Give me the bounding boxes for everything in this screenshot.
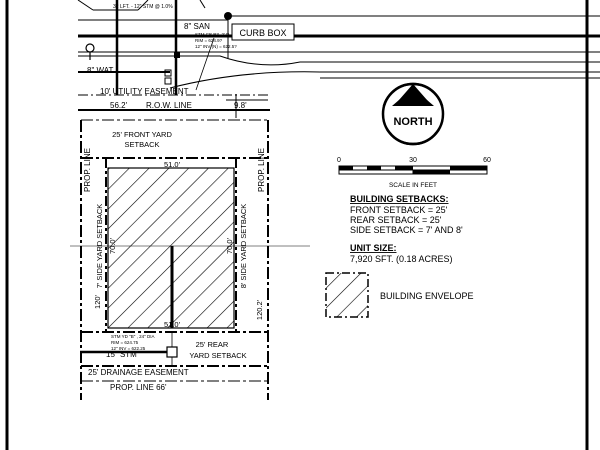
yard-drain-label-3: 12" INV = 622.25 [111, 346, 146, 351]
bottom-width-dim: 51.0' [164, 320, 181, 329]
unit-size-title: UNIT SIZE: [350, 243, 397, 253]
hydrant-icon [85, 43, 95, 53]
curb-box-label: CURB BOX [239, 28, 286, 38]
north-label: NORTH [393, 116, 432, 128]
yard-drain-label-2: RIM = 624.75 [111, 340, 139, 345]
row-right-dim: 9.8' [234, 101, 247, 110]
sanitary-label: 8" SAN [184, 22, 210, 31]
front-setback-label-1: 25' FRONT YARD [112, 130, 172, 139]
scale-tick-60: 60 [483, 157, 491, 164]
utility-area [77, 0, 600, 118]
front-setback-label-2: SETBACK [124, 140, 159, 149]
sheet-border [5, 0, 589, 450]
setbacks-title: BUILDING SETBACKS: [350, 194, 449, 204]
catch-basin-label-3: 12" INV (N) = 622.5? [195, 44, 237, 49]
unit-size-value: 7,920 SFT. (0.18 ACRES) [350, 254, 453, 264]
right-side-setback-label: 8' SIDE YARD SETBACK [239, 204, 248, 289]
curb-box-callout: CURB BOX [231, 23, 295, 41]
yard-drain [80, 332, 178, 366]
row-line-label: R.O.W. LINE [146, 101, 192, 110]
storm-callout-label: 32 LFT. - 12" STM @ 1.0% [113, 4, 173, 10]
rear-setback-note: REAR SETBACK = 25' [350, 215, 442, 225]
legend-swatch [325, 272, 369, 318]
legend-building-envelope: BUILDING ENVELOPE [380, 291, 474, 301]
north-arrow: NORTH [378, 82, 448, 146]
yard-drain-label-1: STM YD "B" , 24" DIA [111, 334, 154, 339]
scale-tick-0: 0 [337, 157, 341, 164]
rear-setback-label-1: 25' REAR [196, 340, 229, 349]
left-depth-dim: 70.0' [108, 237, 117, 254]
left-side-setback-label: 7' SIDE YARD SETBACK [95, 204, 104, 289]
front-setback-note: FRONT SETBACK = 25' [350, 205, 448, 215]
top-width-dim: 51.0' [164, 160, 181, 169]
curb-box-marker [224, 12, 232, 20]
scale-bar [338, 165, 488, 175]
prop-line-right-label: PROP. LINE [257, 148, 266, 192]
storm-pipe-label: 15" STM [106, 350, 137, 359]
rear-setback-label-2: YARD SETBACK [189, 351, 246, 360]
prop-line-bottom-label: PROP. LINE 66' [110, 383, 167, 392]
catch-basin-label-2: RIM = 624.9? [195, 38, 223, 43]
scale-caption: SCALE IN FEET [389, 182, 437, 189]
utility-easement-label: 10' UTILITY EASEMENT [100, 87, 189, 96]
row-left-dim: 56.2' [110, 101, 128, 110]
water-label: 8" WAT [87, 66, 114, 75]
right-lot-depth-dim: 120.2' [255, 299, 264, 320]
right-depth-dim: 70.0' [225, 237, 234, 254]
left-lot-depth-dim: 120' [93, 294, 102, 309]
prop-line-left-label: PROP. LINE [83, 148, 92, 192]
side-setback-note: SIDE SETBACK = 7' AND 8' [350, 225, 463, 235]
scale-tick-30: 30 [409, 157, 417, 164]
drainage-easement-label: 25' DRAINAGE EASEMENT [88, 368, 189, 377]
catch-basin-label-1: STM CB R3, 2' D [195, 32, 230, 37]
